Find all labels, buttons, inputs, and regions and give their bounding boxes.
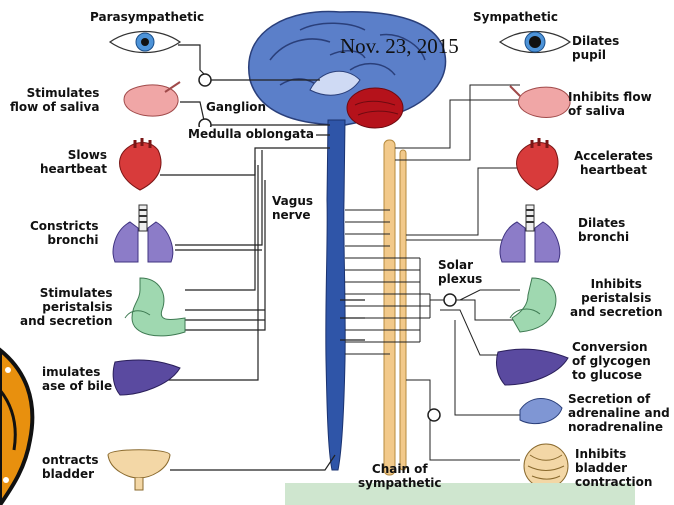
heart-left-icon (120, 138, 161, 190)
stomach-right-icon (510, 278, 556, 332)
bladder-left-icon (108, 450, 170, 490)
date-overlay: Nov. 23, 2015 (340, 34, 459, 59)
liver-left-icon (113, 360, 180, 395)
ganglion-label: Ganglion (206, 100, 266, 114)
medulla-label: Medulla oblongata (186, 127, 316, 141)
sympathetic-heading: Sympathetic (473, 10, 558, 24)
sympathetic-chain (384, 140, 406, 475)
eye-left-icon (110, 32, 180, 53)
spinal-nerves (345, 85, 520, 460)
eye-right-icon (500, 32, 570, 53)
liver-right-icon (496, 349, 568, 385)
bladder-right-icon (524, 444, 568, 488)
salivary-gland-right-icon (510, 86, 570, 117)
salivary-gland-left-icon (124, 82, 180, 116)
brain (249, 12, 446, 128)
butterfly-decoration (0, 330, 42, 505)
parasympathetic-heading: Parasympathetic (90, 10, 204, 24)
adrenal-gland-icon (520, 398, 562, 423)
lungs-left-icon (113, 205, 173, 262)
heart-right-icon (517, 138, 558, 190)
stomach-left-icon (125, 278, 185, 336)
spinal-cord (326, 120, 345, 470)
lungs-right-icon (500, 205, 560, 262)
cerebellum (347, 88, 403, 128)
